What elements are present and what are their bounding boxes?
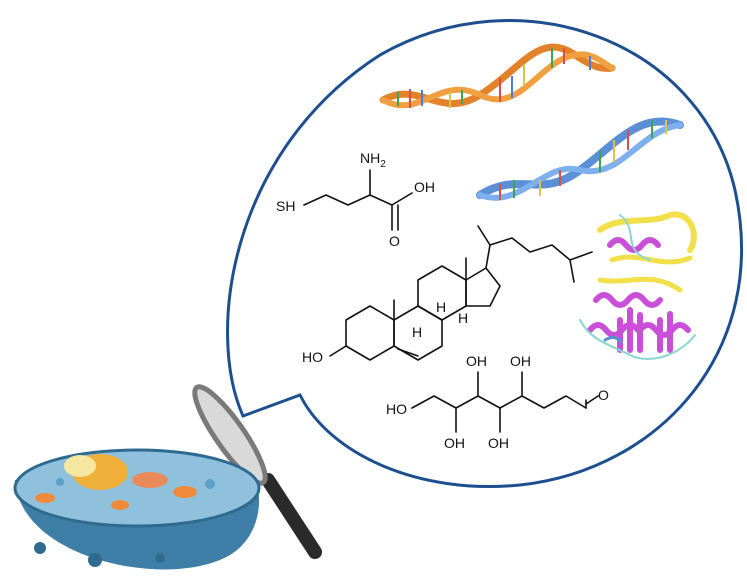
hydroxyl-label: HO [302, 349, 323, 365]
thiol-label: SH [276, 198, 295, 214]
hydroxyl-label: OH [488, 435, 509, 451]
carbonyl-label: O [389, 233, 400, 249]
dna-helix-icon [379, 43, 616, 109]
aldehyde-label: O [598, 387, 609, 403]
dna-helix-icon [476, 117, 684, 201]
homocysteine-structure: SH NH2 OH O [276, 150, 435, 249]
protein-structure-icon [579, 211, 697, 360]
speech-bubble [226, 19, 744, 489]
hydroxyl-label: OH [444, 435, 465, 451]
hydrogen-label: H [436, 299, 446, 315]
hydroxyl-label: HO [386, 401, 407, 417]
hydroxyl-label: OH [466, 353, 487, 369]
cholesterol-structure: HO H H H [302, 225, 593, 365]
sugar-structure: OH OH HO OH OH O [386, 353, 609, 451]
hydroxyl-label: OH [510, 353, 531, 369]
hydrogen-label: H [458, 310, 468, 326]
hydrogen-label: H [412, 324, 422, 340]
animal-cell-icon [13, 448, 261, 570]
magnifier-icon [192, 384, 322, 559]
amine-label: NH2 [360, 150, 386, 170]
acid-label: OH [414, 179, 435, 195]
